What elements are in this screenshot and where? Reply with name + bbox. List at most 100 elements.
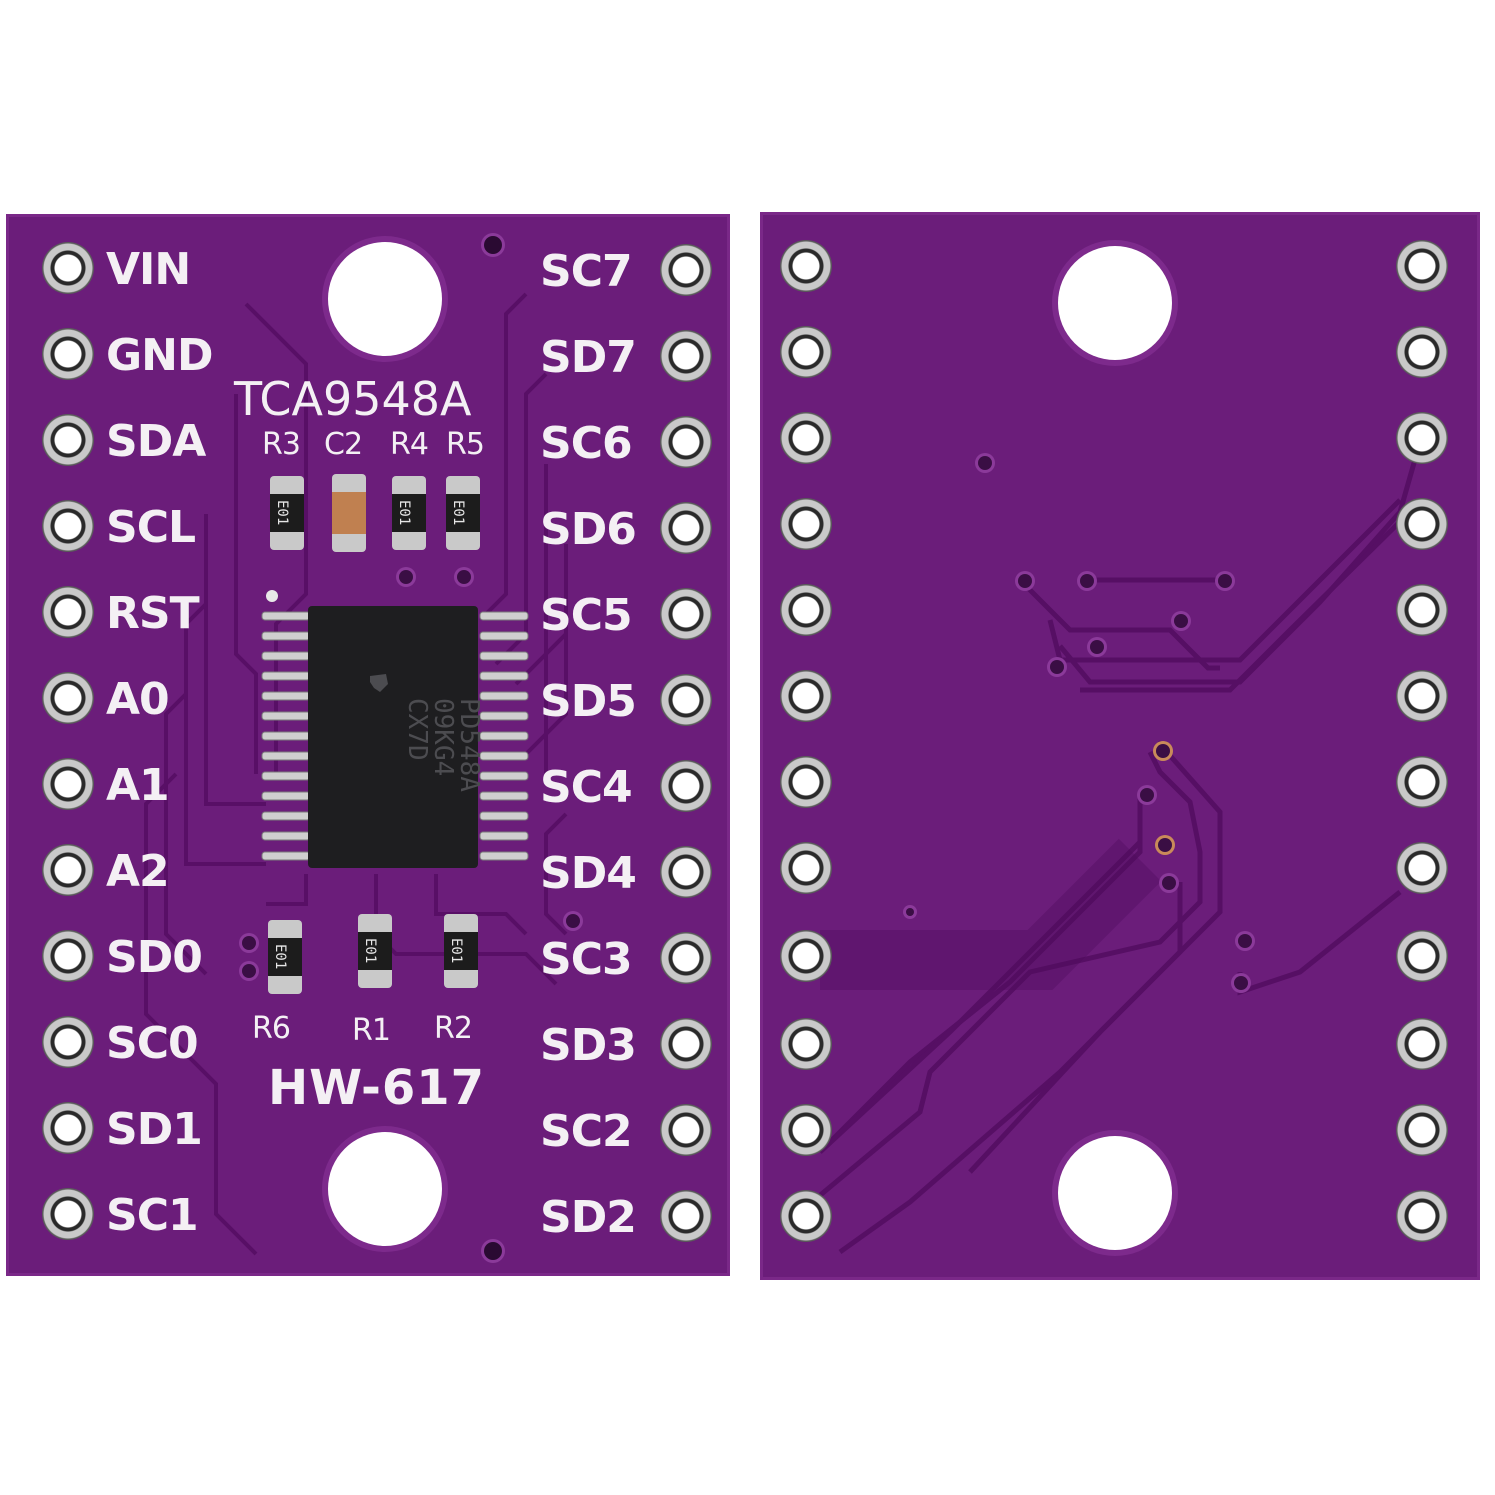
pad [1396,1104,1448,1156]
via [1090,640,1104,654]
pad [780,842,832,894]
pad-sc0 [42,1016,94,1068]
resistor-r5: E01 [446,476,480,550]
pad [1396,584,1448,636]
capacitor-c2 [332,474,366,552]
pin-label-a2: A2 [106,846,170,897]
pad [1396,842,1448,894]
pad-a0 [42,672,94,724]
pad [1396,412,1448,464]
label-r4: R4 [390,427,429,462]
pad-sc3 [660,932,712,984]
pad-a2 [42,844,94,896]
resistor-r2: E01 [444,914,478,988]
pad [780,1104,832,1156]
pad-sda [42,414,94,466]
pin-label-sc2: SC2 [540,1106,633,1157]
resistor-r4: E01 [392,476,426,550]
via [1050,660,1064,674]
pad-sd4 [660,846,712,898]
back-traces [798,441,1423,1255]
pad [1396,756,1448,808]
pin-label-sc4: SC4 [540,762,633,813]
via [1080,574,1094,588]
pin-label-sc1: SC1 [106,1190,199,1241]
pad-scl [42,500,94,552]
pad-sd5 [660,674,712,726]
via [1234,976,1248,990]
via [399,570,413,584]
via [242,936,256,950]
pad-sd2 [660,1190,712,1242]
pad-a1 [42,758,94,810]
pin-label-sc3: SC3 [540,934,633,985]
label-r1: R1 [352,1013,391,1048]
pad-rst [42,586,94,638]
pad-sc1 [42,1188,94,1240]
via [1158,838,1172,852]
pad [780,412,832,464]
pin-label-sd7: SD7 [540,332,637,383]
via [1018,574,1032,588]
pin-label-a0: A0 [106,674,170,725]
label-r5: R5 [446,427,485,462]
via [1140,788,1154,802]
via [978,456,992,470]
via [457,570,471,584]
back-board [760,212,1480,1280]
via [1162,876,1176,890]
pad-sc6 [660,416,712,468]
via [484,1242,502,1260]
mounting-hole-bottom [1058,1136,1172,1250]
pin-label-sc7: SC7 [540,246,633,297]
pin-label-sd0: SD0 [106,932,203,983]
pad [780,326,832,378]
pad-sc7 [660,244,712,296]
pad-sd6 [660,502,712,554]
pin-label-a1: A1 [106,760,170,811]
pad [780,930,832,982]
via [484,236,502,254]
pad [780,498,832,550]
via [1218,574,1232,588]
resistor-r6: E01 [268,920,302,994]
pad-vin [42,242,94,294]
via [1156,744,1170,758]
pad [1396,670,1448,722]
pad [780,756,832,808]
ic-pins [261,590,529,861]
via [242,964,256,978]
pin-label-gnd: GND [106,330,213,381]
label-r6: R6 [252,1011,291,1046]
pin-label-sc0: SC0 [106,1018,199,1069]
pin-label-sda: SDA [106,416,206,467]
pad-gnd [42,328,94,380]
label-c2: C2 [324,427,363,462]
pin-label-sc5: SC5 [540,590,633,641]
mounting-hole-top [1058,246,1172,360]
pad [780,670,832,722]
label-r2: R2 [434,1011,473,1046]
pad [1396,1018,1448,1070]
chip-label: TCA9548A [234,372,472,426]
pin-label-sd5: SD5 [540,676,637,727]
pin-label-sd3: SD3 [540,1020,637,1071]
pin-label-sd1: SD1 [106,1104,203,1155]
label-r3: R3 [262,427,301,462]
pad [780,1190,832,1242]
pad [780,1018,832,1070]
via [566,914,580,928]
mounting-hole-bottom [328,1132,442,1246]
model-label: HW-617 [268,1060,486,1116]
pin-label-sd6: SD6 [540,504,637,555]
pin-label-sd2: SD2 [540,1192,637,1243]
pad-sd1 [42,1102,94,1154]
pin-label-sd4: SD4 [540,848,637,899]
pad [1396,498,1448,550]
via [1238,934,1252,948]
pad-sc4 [660,760,712,812]
pad-sd0 [42,930,94,982]
pad [1396,326,1448,378]
front-board: VIN GND SDA SCL RST A0 A1 A2 SD0 SC0 SD1… [6,214,730,1276]
